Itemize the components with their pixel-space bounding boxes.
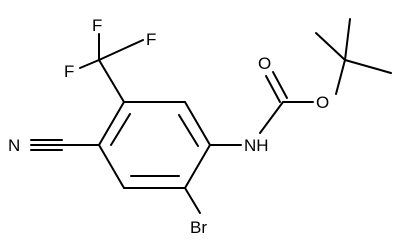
ring-bond-2-inner — [178, 114, 199, 147]
bond-ring-br — [184, 187, 201, 214]
ring-bond-3 — [184, 144, 211, 189]
bond-carbonyl-double-2 — [272, 71, 288, 99]
bond-cf3-f-left — [79, 59, 100, 69]
atom-label-f-right: F — [146, 30, 156, 49]
atom-label-br: Br — [190, 218, 207, 237]
nitrile-group — [30, 139, 100, 151]
atom-labels: F F F N O O NH Br — [8, 16, 329, 237]
bond-tbutyl-methyl-right — [344, 59, 392, 74]
ring-bond-6-inner — [110, 113, 131, 146]
cf3-bonds — [79, 33, 144, 103]
bond-cf3-f-right — [98, 39, 144, 61]
bond-o-tbutyl — [335, 59, 346, 95]
bond-c-cf3 — [98, 59, 125, 103]
bond-carbonyl-double-1 — [265, 75, 281, 103]
carbamate-chain — [209, 18, 392, 146]
ring-bond-5 — [98, 144, 125, 189]
benzene-ring — [98, 101, 211, 189]
atom-label-ester-o: O — [316, 93, 329, 112]
ring-bond-6 — [98, 101, 125, 146]
atom-label-f-top: F — [92, 16, 102, 35]
bond-nh-carbonyl-c — [259, 101, 284, 134]
bond-tbutyl-methyl-up — [344, 18, 351, 61]
ring-bond-2 — [184, 101, 211, 146]
bond-tbutyl-methyl-left — [315, 32, 346, 61]
atom-label-carbonyl-o: O — [258, 54, 271, 73]
atom-label-f-left: F — [64, 62, 74, 81]
atom-label-nitrile-n: N — [8, 136, 20, 155]
atom-label-nh: NH — [244, 136, 269, 155]
